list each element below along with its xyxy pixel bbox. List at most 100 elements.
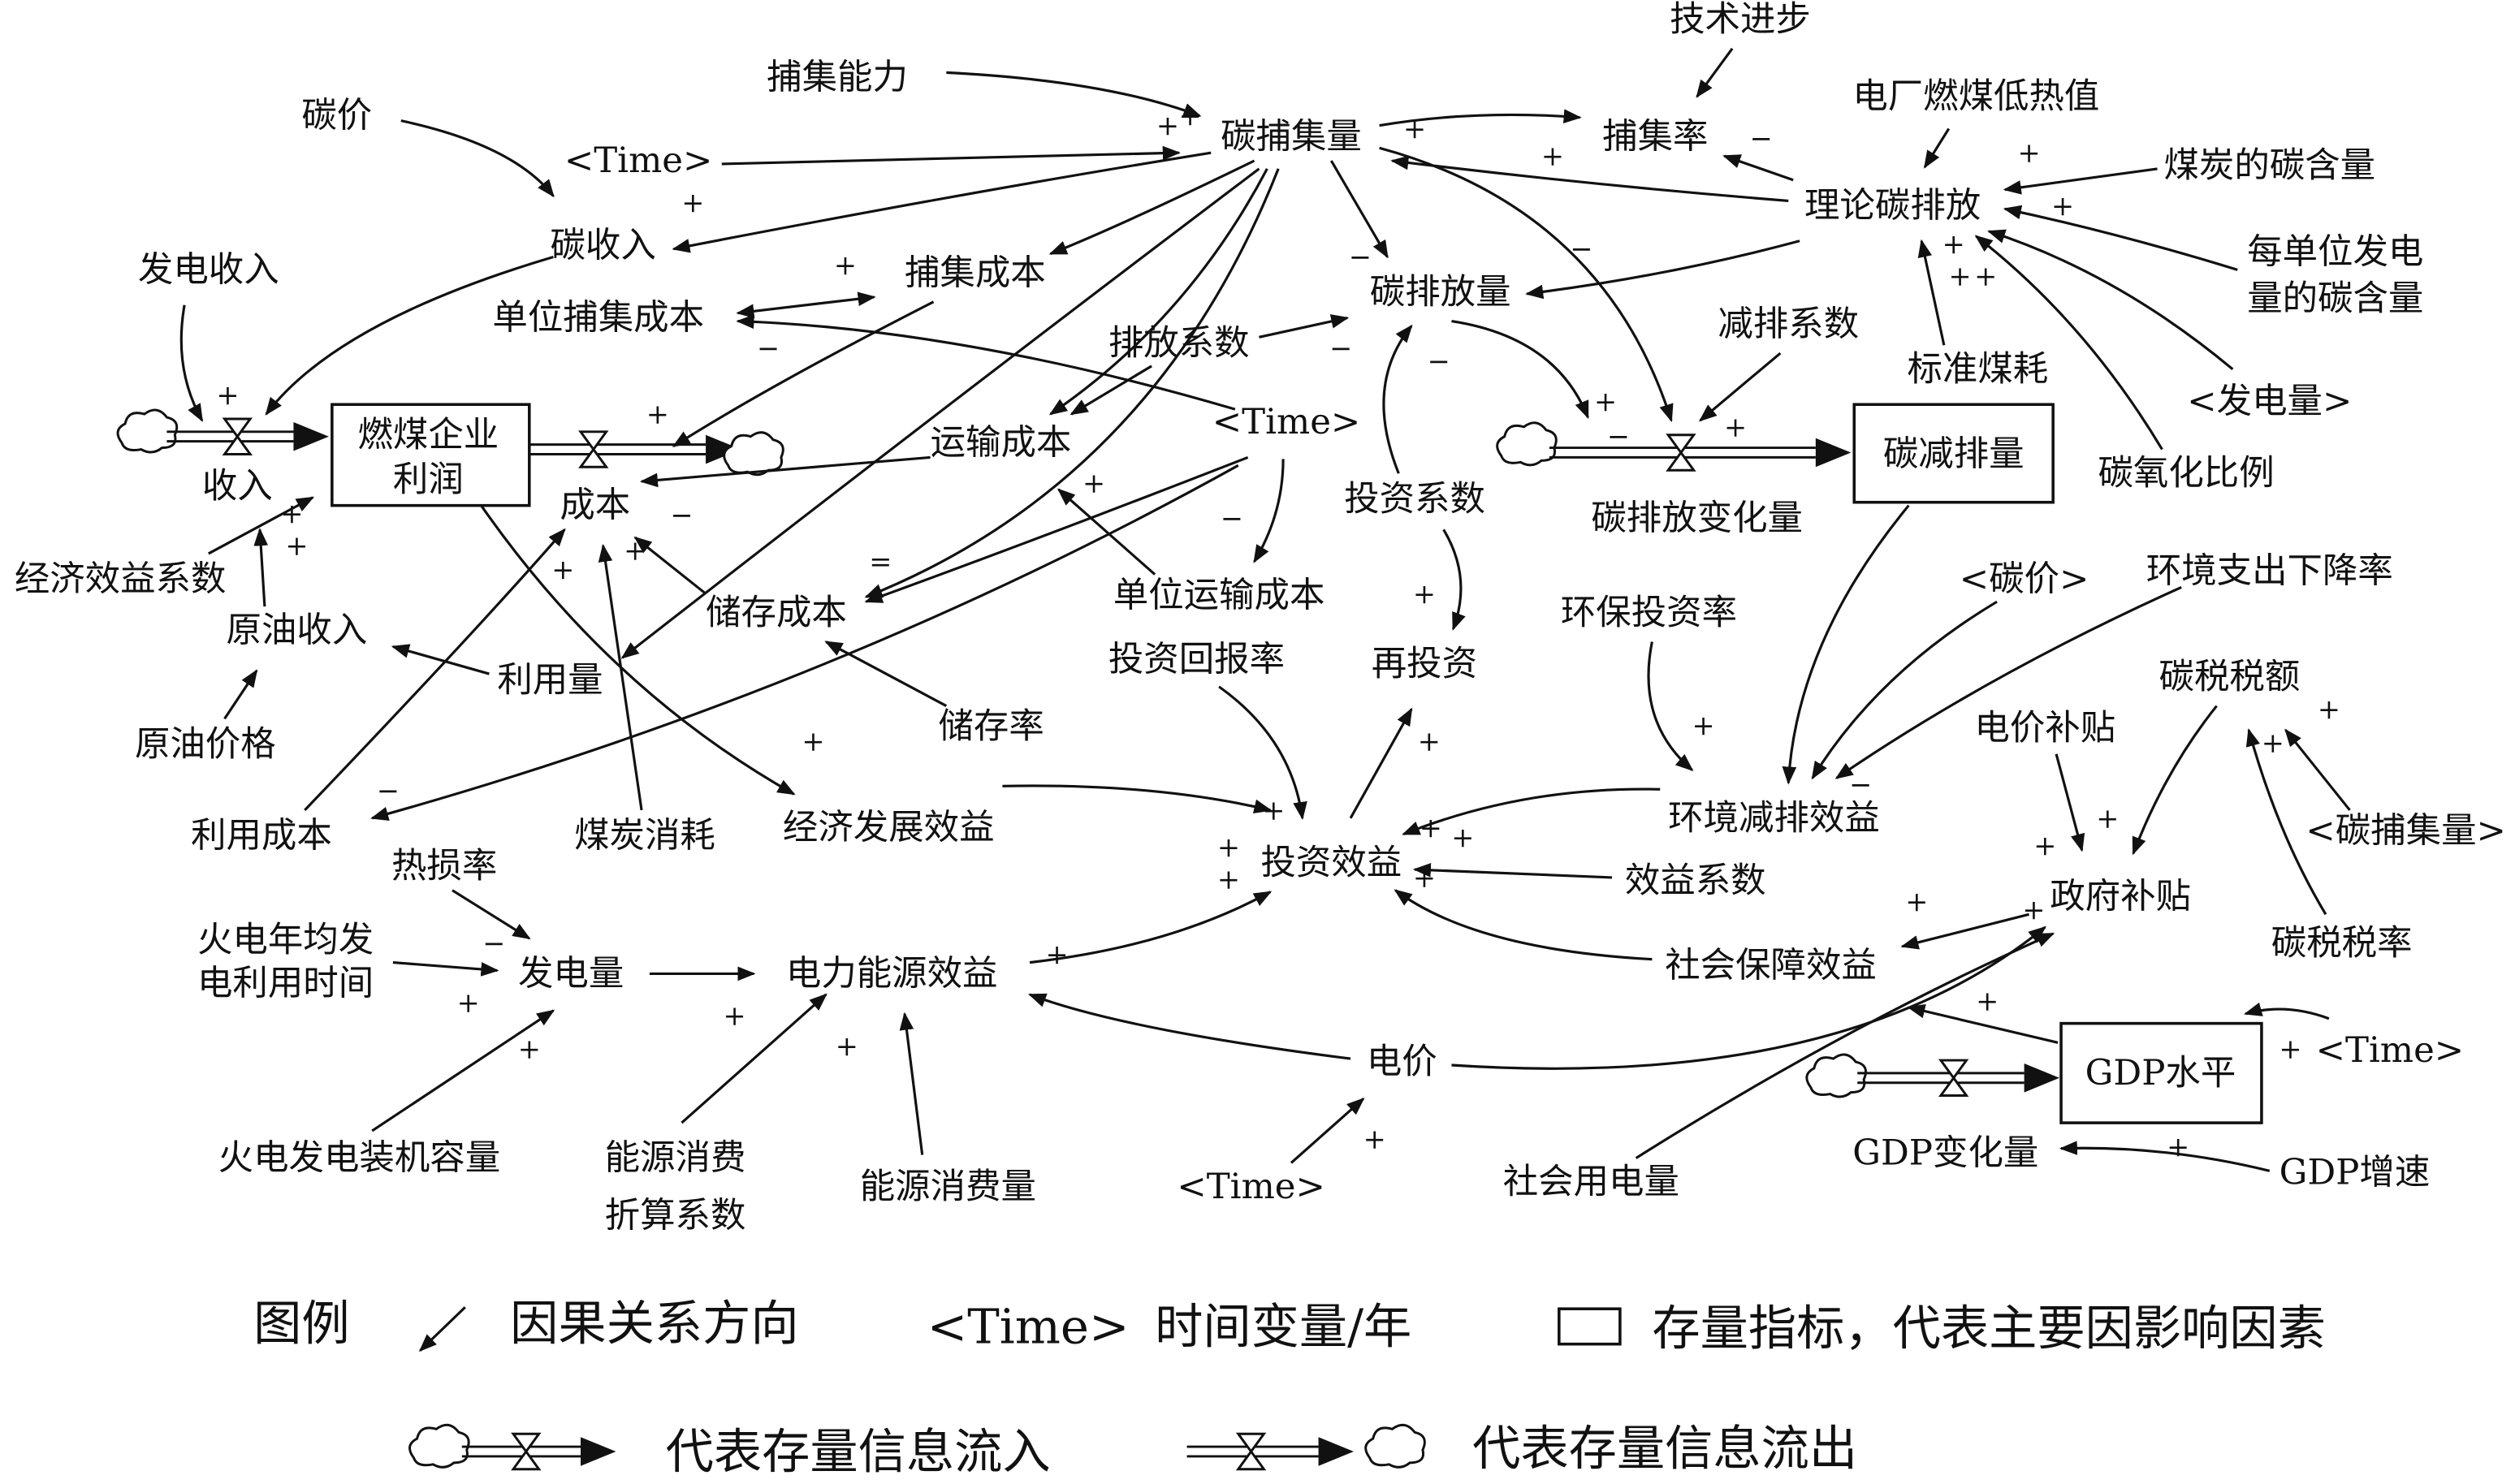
negative-polarity-sign: − — [1607, 421, 1630, 452]
label-econ-benefit: 经济发展效益 — [783, 808, 995, 848]
arrow-elec-price-to-gov-subsidy — [1451, 925, 2047, 1070]
positive-polarity-sign: + — [1724, 411, 1747, 442]
arrow-coal-carbon-to-theory-emission — [2003, 167, 2158, 195]
polarity-signs: ++++−+++++++−−−−−+−++++−+=−+++++−+++−+++… — [216, 100, 2340, 1163]
positive-polarity-sign: + — [280, 498, 303, 529]
valve-income-icon — [222, 417, 253, 455]
arrow-env-benefit-to-invest-benefit — [1402, 787, 1661, 836]
label-social-benefit: 社会保障效益 — [1665, 946, 1877, 986]
label-income: 收入 — [202, 466, 273, 507]
arrow-energy-consumption-to-power-benefit — [899, 1012, 924, 1155]
label-oil-income: 原油收入 — [227, 610, 368, 651]
arrow-tech-progress-to-capture-rate — [1696, 47, 1734, 98]
positive-polarity-sign: + — [1413, 578, 1436, 610]
arrow-carbon-capture-to-carbon-emission — [1329, 160, 1389, 259]
label-oxidation-ratio: 碳氧化比例 — [2098, 453, 2275, 494]
positive-polarity-sign: + — [836, 1030, 858, 1062]
negative-polarity-sign: − — [1750, 123, 1773, 154]
arrow-heat-loss-to-power-gen — [452, 889, 531, 940]
positive-polarity-sign: + — [551, 554, 574, 585]
arrow-theory-emission-to-carbon-capture — [1390, 155, 1789, 202]
arrow-power-gen-ref-to-theory-emission — [1987, 229, 2234, 370]
label-carbon-reduction: 碳减排量 — [1883, 434, 2025, 474]
arrow-econ-benefit-to-invest-benefit — [1002, 784, 1273, 813]
arrow-theory-emission-to-carbon-emission — [1525, 239, 1800, 300]
label-oil-price: 原油价格 — [135, 724, 276, 765]
label-power-gen-ref: <发电量> — [2187, 381, 2352, 421]
legend-stock-label: 存量指标，代表主要因影响因素 — [1652, 1300, 2326, 1356]
arrow-carbon-reduction-to-env-benefit — [1782, 504, 1910, 785]
legend-causal-arrow-icon — [418, 1306, 466, 1352]
arrow-carbon-capture-to-capture-cost — [1048, 159, 1255, 256]
arrow-util-cost-to-cost — [304, 528, 566, 812]
label-env-decline-rate: 环境支出下降率 — [2146, 551, 2393, 592]
valve-cost-icon — [578, 430, 609, 468]
label-utilization: 利用量 — [497, 660, 603, 701]
arrow-env-invest-rate-to-env-benefit — [1647, 641, 1694, 772]
positive-polarity-sign: + — [2017, 137, 2040, 169]
positive-polarity-sign: + — [1046, 938, 1069, 970]
label-energy-conv-line2: 折算系数 — [605, 1196, 746, 1236]
arrow-capture-cost-to-cost — [672, 300, 935, 447]
arrow-invest-coef-to-carbon-emission — [1382, 324, 1413, 474]
label-carbon-income: 碳收入 — [550, 226, 655, 266]
legend-time-label: 时间变量/年 — [1155, 1298, 1411, 1354]
arrow-env-decline-to-env-benefit — [1834, 585, 2182, 779]
arrow-gdp-level-to-social-benefit — [1907, 1003, 2059, 1044]
positive-polarity-sign: + — [1082, 468, 1105, 499]
positive-polarity-sign: + — [1262, 794, 1285, 826]
arrow-social-power-to-gov-subsidy — [1635, 932, 2055, 1159]
legend-inflow-icon — [408, 1423, 616, 1471]
positive-polarity-sign: + — [1905, 886, 1928, 917]
positive-polarity-sign: + — [1217, 831, 1240, 863]
label-unit-power-carbon-line2: 量的碳含量 — [2247, 278, 2423, 319]
label-benefit-coef: 效益系数 — [1625, 861, 1766, 901]
label-std-coal: 标准煤耗 — [1907, 349, 2048, 390]
valve-gdp-change-icon — [1938, 1059, 1969, 1097]
label-capture-rate: 捕集率 — [1602, 116, 1708, 157]
arrow-time-to-elec-price — [1290, 1097, 1365, 1164]
negative-polarity-sign: − — [670, 499, 693, 531]
legend-outflow-label: 代表存量信息流出 — [1472, 1421, 1857, 1477]
arrow-plant-heat-to-theory-emission — [1923, 127, 1951, 169]
arrow-std-coal-to-theory-emission — [1917, 239, 1946, 346]
arrow-invest-coef-to-reinvest — [1442, 528, 1466, 631]
stock-box-coal-profit — [331, 403, 531, 507]
flow-pipe-emission-change-arrowhead-icon — [1815, 438, 1852, 468]
variable-labels: 技术进步捕集能力电厂燃煤低热值碳价碳捕集量捕集率<Time>煤炭的碳含量理论碳排… — [15, 0, 2506, 1236]
positive-polarity-sign: + — [216, 379, 239, 411]
legend-stock-box-icon — [1558, 1307, 1622, 1346]
arrow-oxidation-to-theory-emission — [1974, 235, 2163, 451]
label-installed-capacity: 火电发电装机容量 — [218, 1138, 500, 1179]
arrow-storage-rate-to-storage-cost — [824, 641, 948, 707]
valve-emission-change-icon — [1666, 434, 1696, 472]
positive-polarity-sign: + — [1363, 1123, 1386, 1154]
arrow-time-to-util-cost — [370, 464, 1239, 822]
positive-polarity-sign: + — [646, 399, 669, 430]
label-carbon-tax: 碳税税额 — [2159, 657, 2301, 697]
label-carbon-emission: 碳排放量 — [1370, 272, 1511, 313]
label-cost: 成本 — [560, 485, 630, 526]
label-emission-change: 碳排放变化量 — [1591, 498, 1803, 538]
legend-valve-icon — [1235, 1432, 1267, 1471]
positive-polarity-sign: + — [1217, 863, 1240, 895]
label-gdp-change: GDP变化量 — [1852, 1133, 2038, 1174]
positive-polarity-sign: + — [1418, 726, 1441, 757]
label-energy-conv-line1: 能源消费 — [605, 1138, 746, 1179]
positive-polarity-sign: + — [802, 726, 824, 757]
positive-polarity-sign: + — [2022, 894, 2045, 925]
positive-polarity-sign: + — [2318, 693, 2340, 725]
label-invest-benefit: 投资效益 — [1260, 843, 1402, 883]
label-carbon-price-ref: <碳价> — [1960, 559, 2089, 600]
arrow-energy-conv-to-power-benefit — [681, 993, 828, 1124]
arrow-time-to-carbon-capture — [721, 145, 1181, 166]
label-capture-capacity: 捕集能力 — [767, 57, 908, 97]
legend-time-symbol: <Time> — [927, 1298, 1130, 1354]
label-carbon-tax-rate: 碳税税率 — [2271, 923, 2413, 964]
arrow-time-to-unit-capture-cost — [736, 314, 1236, 411]
arrow-annual-hours-to-power-gen — [392, 961, 499, 977]
positive-polarity-sign: + — [1420, 812, 1442, 843]
arrow-elec-price-to-power-benefit — [1027, 993, 1351, 1060]
label-invest-coef: 投资系数 — [1344, 479, 1485, 520]
positive-polarity-sign: + — [285, 530, 308, 562]
